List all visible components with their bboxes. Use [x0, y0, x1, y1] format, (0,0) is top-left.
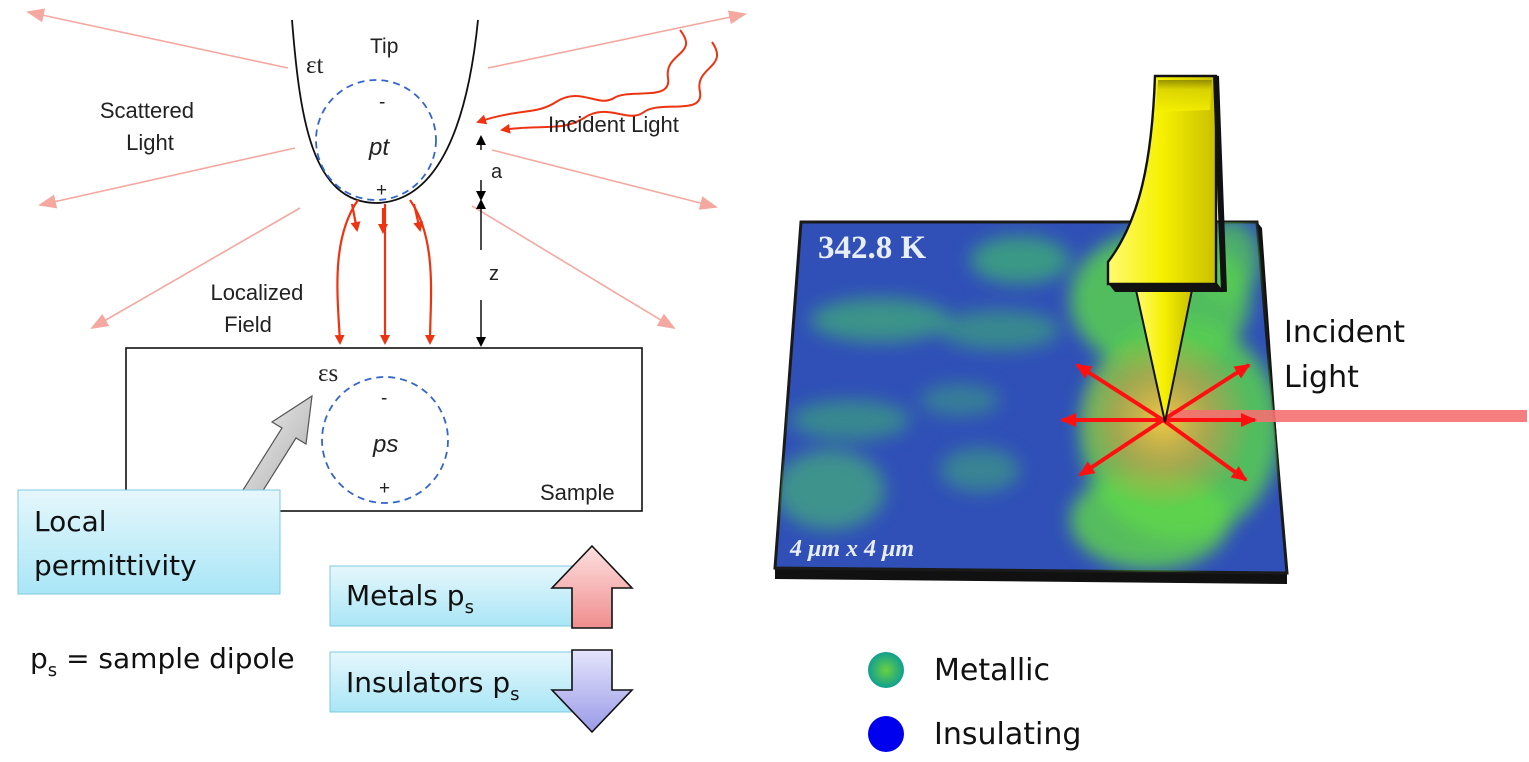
cantilever-bottom — [1108, 283, 1224, 292]
right-incident-light-label: Incident Light — [1284, 315, 1415, 395]
sample-box — [125, 347, 643, 512]
right-incident-line2: Light — [1284, 360, 1359, 395]
scattered-light-label: Scattered Light — [100, 98, 200, 155]
dipole-definition-p: p — [30, 642, 48, 675]
dipole-definition-subscript: s — [48, 660, 57, 681]
legend-metallic-swatch — [868, 652, 904, 688]
scattered-ray — [26, 8, 289, 69]
sample-dipole-label: ps — [372, 431, 398, 458]
incident-wave — [500, 41, 719, 134]
incident-waves — [476, 29, 719, 134]
metallic-domain — [940, 448, 1020, 492]
metallic-domain — [970, 236, 1070, 284]
metallic-domain — [810, 298, 950, 342]
field-arrow-stub — [350, 203, 361, 232]
metals-up-arrow — [550, 544, 634, 629]
local-permittivity-callout — [17, 489, 281, 595]
radiating-arrows — [1060, 363, 1257, 482]
localized-field-line1: Localized — [210, 280, 303, 305]
field-arrow — [334, 199, 359, 345]
temperature-label: 342.8 K — [818, 230, 927, 266]
dipole-definition: ps = sample dipole — [30, 642, 295, 681]
radiating-arrow — [1078, 418, 1165, 477]
metallic-domain — [790, 400, 910, 440]
tip-minus-sign: - — [379, 92, 385, 113]
gap-z-label: z — [489, 263, 499, 285]
sample-permittivity-label: εs — [318, 360, 338, 387]
localized-field-arrows — [334, 199, 436, 345]
legend-insulating-swatch — [868, 716, 904, 752]
metals-text: Metals p — [346, 579, 465, 612]
metallic-domain — [920, 384, 1000, 416]
radiating-arrow — [1161, 418, 1248, 482]
scattered-ray — [471, 205, 676, 330]
tip-label: Tip — [370, 35, 398, 58]
localized-field-line2: Field — [224, 312, 272, 337]
scattered-light-line2: Light — [126, 130, 174, 155]
tip-permittivity-text: εt — [306, 52, 323, 79]
insulators-label: Insulators ps — [346, 666, 520, 705]
tip-dipole-circle — [315, 79, 437, 201]
legend-metallic-label: Metallic — [934, 653, 1050, 688]
dipole-definition-rest: = sample dipole — [57, 642, 294, 675]
scattered-ray — [38, 147, 296, 209]
tip-plus-sign: + — [376, 180, 387, 201]
callout-text: Local permittivity — [34, 505, 197, 582]
metallic-domain — [940, 310, 1060, 350]
tip-dipole-label: pt — [368, 134, 390, 161]
scattered-light-line1: Scattered — [100, 98, 194, 123]
radiating-arrow — [1075, 363, 1165, 422]
incident-wave — [476, 29, 688, 125]
tip-permittivity-label: εt — [306, 52, 323, 79]
legend-insulating-label: Insulating — [934, 717, 1081, 752]
sample-dipole-circle — [321, 376, 449, 504]
scattered-ray — [90, 207, 301, 329]
insulators-text: Insulators p — [346, 666, 510, 699]
field-arrow-stub — [412, 203, 424, 232]
localized-field-label: Localized Field — [210, 280, 309, 337]
scattered-ray — [491, 149, 718, 210]
incident-light-label: Incident Light — [548, 112, 679, 137]
metals-subscript: s — [465, 597, 474, 618]
right-panel: 342.8 K 4 μm x 4 μm Incident Light — [773, 74, 1527, 584]
insulators-box — [329, 651, 591, 713]
metals-box — [329, 565, 591, 627]
right-incident-line1: Incident — [1284, 315, 1405, 350]
left-panel: Tip εt - pt + Scattered Light Incident L… — [17, 8, 747, 734]
sample-plus-sign: + — [379, 478, 390, 499]
tip-outline — [291, 19, 479, 204]
radiating-arrow — [1161, 363, 1251, 422]
metallic-domain — [775, 450, 885, 530]
insulators-subscript: s — [510, 684, 519, 705]
scale-label: 4 μm x 4 μm — [789, 536, 914, 562]
insulators-down-arrow — [550, 649, 634, 734]
legend: Metallic Insulating — [868, 652, 1081, 752]
metals-label: Metals ps — [346, 579, 474, 618]
scattered-ray — [487, 10, 747, 69]
field-arrow — [409, 199, 436, 345]
gap-a-label: a — [491, 161, 503, 183]
sample-label: Sample — [540, 480, 615, 505]
scattered-rays — [26, 8, 747, 330]
sample-minus-sign: - — [381, 388, 387, 409]
cantilever-top — [1156, 80, 1212, 112]
callout-line1: Local — [34, 505, 107, 538]
cantilever-body — [1106, 74, 1218, 286]
afm-tip — [1106, 74, 1227, 423]
cantilever-edge — [1213, 75, 1227, 293]
callout-line2: permittivity — [34, 549, 197, 582]
